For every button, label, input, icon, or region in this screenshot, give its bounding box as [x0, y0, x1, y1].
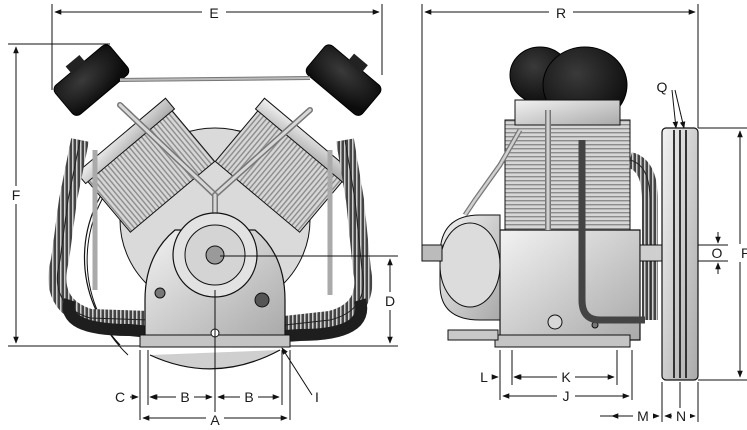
label-P: P — [741, 245, 747, 261]
front-hose-right — [284, 298, 368, 342]
label-E: E — [209, 5, 218, 21]
front-view — [48, 44, 382, 370]
label-J: J — [563, 388, 570, 404]
label-B-right: B — [244, 389, 253, 405]
label-Q: Q — [657, 79, 668, 95]
label-A: A — [210, 412, 220, 428]
label-F: F — [12, 187, 21, 203]
label-I: I — [315, 389, 319, 405]
label-D: D — [385, 293, 395, 309]
front-left-cylinder — [75, 97, 216, 233]
front-hose-left — [62, 298, 151, 338]
front-right-air-filter — [305, 44, 382, 116]
front-right-intercooler — [284, 138, 373, 334]
side-pulley — [661, 127, 699, 381]
label-L: L — [480, 369, 488, 385]
dimension-labels: E F D C B B A I R Q P O L K J M N — [6, 4, 747, 429]
side-view — [421, 46, 699, 381]
label-N: N — [676, 408, 686, 424]
label-K: K — [561, 369, 571, 385]
side-cylinders — [504, 119, 631, 231]
front-left-intercooler — [48, 138, 151, 329]
front-left-air-filter — [53, 44, 130, 116]
label-C: C — [115, 389, 125, 405]
label-B-left: B — [180, 389, 189, 405]
label-R: R — [556, 5, 566, 21]
label-O: O — [712, 245, 723, 261]
front-crankcase — [139, 212, 291, 348]
label-M: M — [637, 408, 649, 424]
